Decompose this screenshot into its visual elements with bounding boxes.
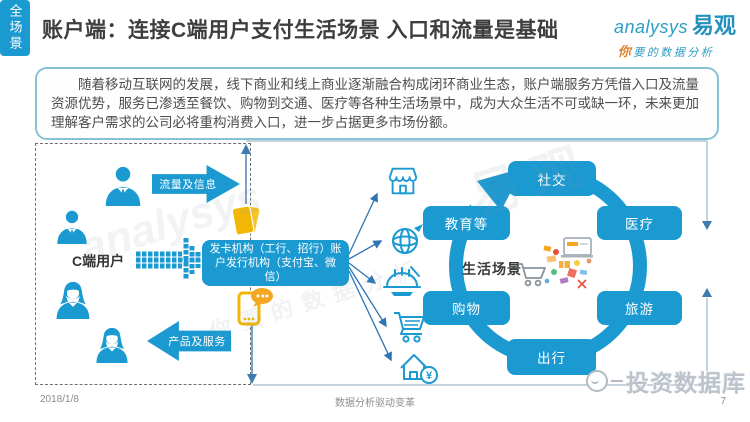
- male-user-icon: [105, 166, 141, 206]
- page-title: 账户端：连接C端用户支付生活场景 入口和流量是基础: [42, 19, 559, 42]
- summary-box: 随着移动互联网的发展，线下商业和线上商业逐渐融合构成闭环商业生态，账户端服务方凭…: [35, 67, 719, 140]
- food-icon: [383, 266, 421, 296]
- watermark-logo-icon: [586, 370, 608, 392]
- mobile-payment-icon: [237, 288, 273, 326]
- scene-box-education: 教育等: [423, 206, 510, 240]
- issuer-box: 发卡机构（工行、招行）账户发行机构（支付宝、微信）: [202, 240, 349, 286]
- frame-connector-lines: [246, 140, 708, 386]
- house-finance-icon: ¥: [400, 354, 438, 384]
- life-scene-label: 生活场景: [462, 261, 522, 277]
- analysys-logo: analysys 易观 你要的数据分析: [596, 8, 736, 60]
- c-user-label: C端用户: [72, 253, 125, 269]
- full-scene-box: 全场景: [0, 0, 30, 56]
- scene-box-medical: 医疗: [597, 206, 682, 240]
- watermark-text: 投资数据库: [626, 370, 746, 396]
- scene-box-shopping: 购物: [423, 291, 510, 325]
- summary-text: 随着移动互联网的发展，线下商业和线上商业逐渐融合构成闭环商业生态，账户端服务方凭…: [51, 77, 699, 130]
- pixel-arrow-icon: [136, 238, 201, 280]
- scene-box-trip: 出行: [507, 339, 596, 375]
- shopping-cart-icon: [394, 312, 425, 343]
- logo-tagline: 你要的数据分析: [617, 44, 715, 59]
- globe-travel-icon: [392, 224, 423, 254]
- issuer-to-scene-arrows: [348, 192, 392, 362]
- logo-brand-en: analysys: [613, 17, 688, 37]
- footer-page-number: 7: [720, 396, 726, 407]
- scene-box-social: 社交: [508, 161, 596, 196]
- watermark-dash: [611, 380, 623, 382]
- female-user-icon: [56, 281, 90, 319]
- issuer-vertical-arrows: [245, 152, 253, 374]
- merchandise-cluster-icon: [518, 237, 593, 289]
- footer-slogan: 数据分析驱动变革: [335, 398, 415, 409]
- watermark-badge: 投资数据库: [586, 364, 746, 398]
- footer-date: 2018/1/8: [40, 394, 79, 405]
- logo-brand-cn: 易观: [691, 13, 736, 38]
- bank-cards-icon: [231, 204, 261, 236]
- female-user-icon: [96, 327, 128, 363]
- male-user-icon: [57, 210, 87, 244]
- svg-text:¥: ¥: [426, 370, 433, 382]
- scene-box-tourism: 旅游: [597, 291, 682, 325]
- store-icon: [388, 167, 418, 195]
